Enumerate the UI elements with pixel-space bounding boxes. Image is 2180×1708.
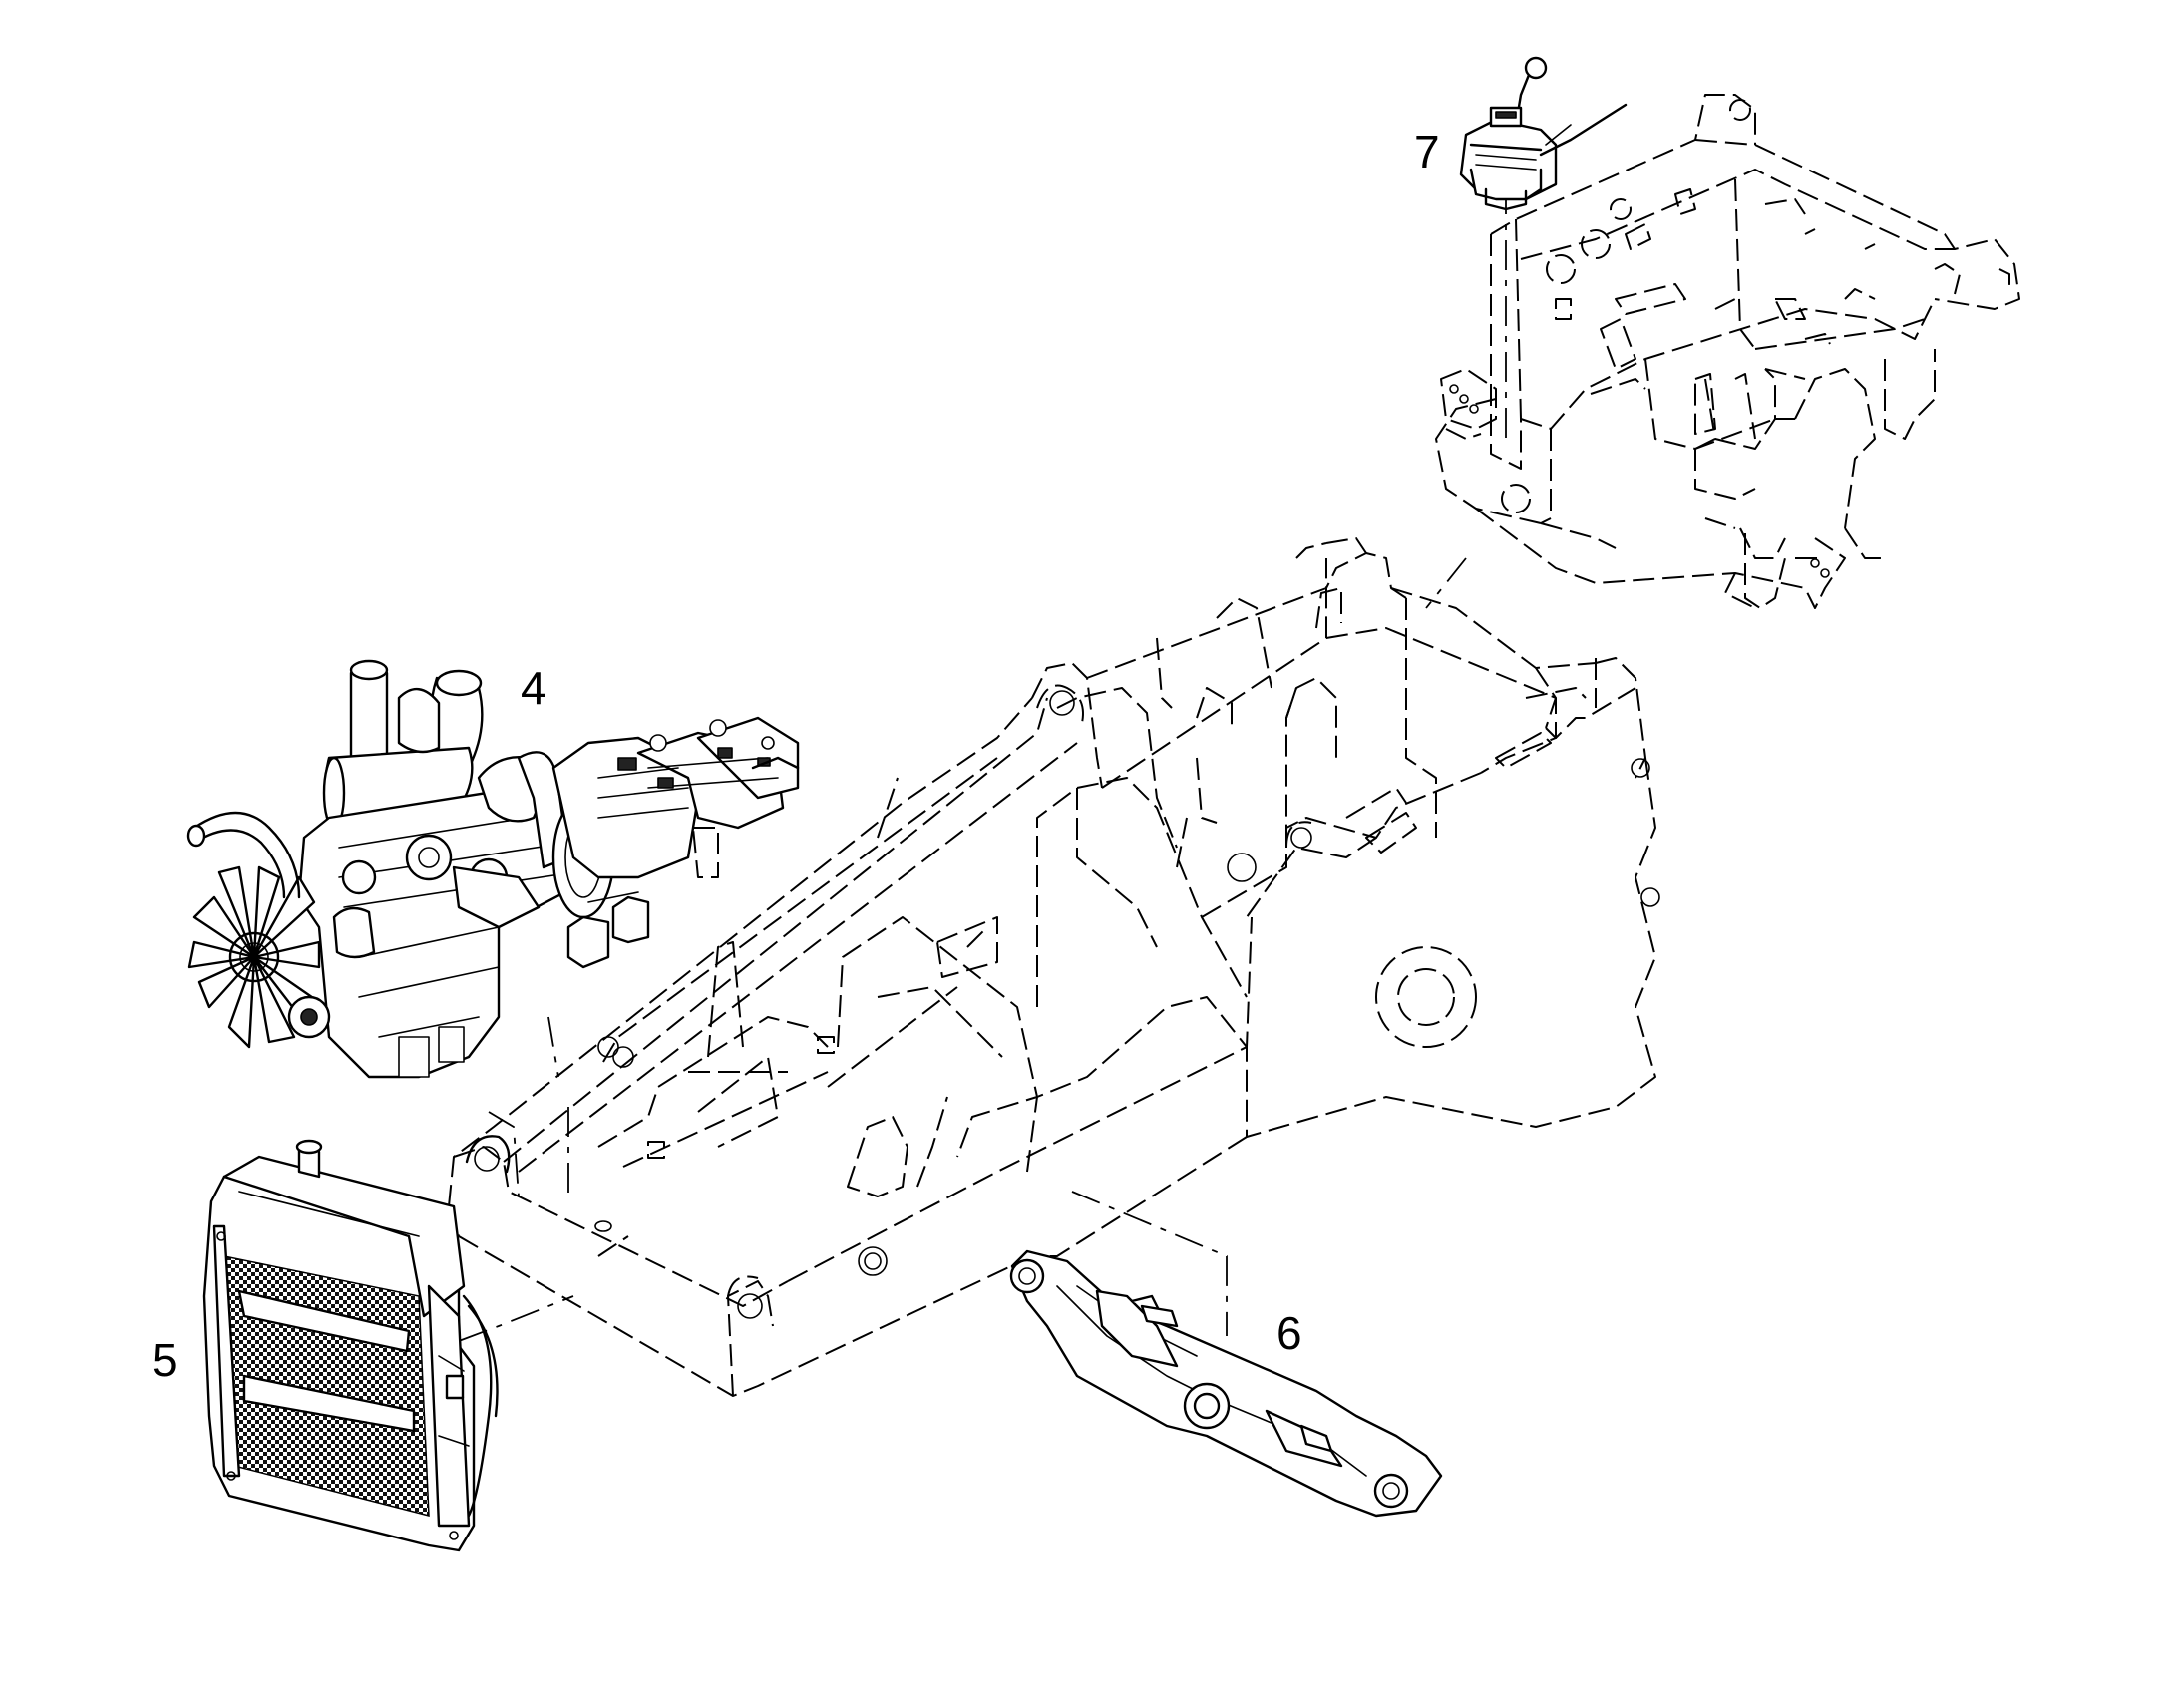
cab-frame bbox=[1435, 94, 2020, 609]
control-valve bbox=[1459, 56, 1628, 211]
callout-6: 6 bbox=[1276, 1307, 1302, 1359]
callout-5: 5 bbox=[152, 1334, 178, 1386]
radiator bbox=[202, 1139, 499, 1552]
engine-assembly bbox=[186, 659, 800, 1079]
leader-lines bbox=[458, 184, 1507, 1342]
axle-beam bbox=[1009, 1249, 1443, 1518]
fan-icon bbox=[187, 865, 321, 1049]
main-frame bbox=[448, 537, 1660, 1397]
callout-4: 4 bbox=[521, 662, 546, 714]
callout-7: 7 bbox=[1414, 126, 1440, 177]
